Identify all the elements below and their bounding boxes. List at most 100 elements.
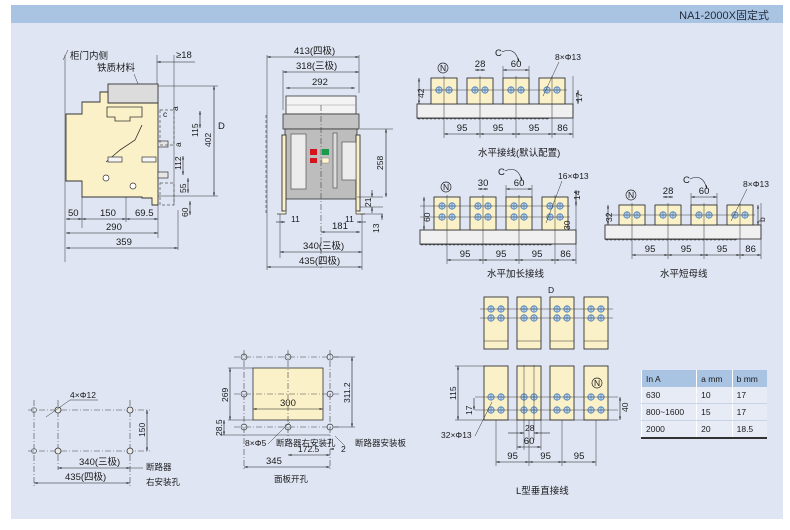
label-cabinet-door: 柜门内侧 (70, 50, 108, 62)
breaker-base (419, 229, 577, 245)
dim-2: 2 (341, 444, 346, 454)
dim-340-three-pole: 340(三极) (79, 456, 120, 468)
l-terminal-top (516, 296, 542, 350)
dim-95: 95 (507, 451, 518, 462)
dim-width: 60 (699, 186, 710, 197)
neutral-icon (625, 189, 637, 201)
dim-55: 55 (178, 183, 188, 193)
cutout-hole (326, 353, 334, 361)
callout-leader (545, 180, 563, 224)
cell-a: 20 (696, 420, 733, 439)
label-hole-count: 16×Φ13 (558, 171, 589, 181)
dim-40: 40 (620, 402, 630, 412)
cell-in: 630 (640, 387, 697, 404)
break-line (604, 238, 738, 241)
dim-95: 95 (540, 451, 551, 462)
breaker-base (604, 224, 762, 240)
spec-table: In A a mm b mm 630 10 17 800~1600 15 17 … (640, 370, 767, 439)
busbar-lower (157, 171, 169, 179)
mounting-holes-view: 4×Φ12 150 340(三极) 435(四极) 断路器 右安装孔 (28, 390, 181, 488)
dim-258: 258 (375, 156, 385, 170)
label-hole-count: 8×Φ13 (555, 52, 581, 62)
dim-345: 345 (266, 456, 282, 467)
cell-b: 18.5 (731, 420, 767, 439)
dim-435-four-pole: 435(四极) (299, 255, 340, 267)
dim-172-5: 172.5 (298, 444, 320, 454)
label-mounting-plate: 断路器安装板 (355, 438, 407, 448)
left-window (290, 133, 307, 190)
dim-width: 60 (511, 59, 522, 70)
dim-402: 402 (203, 133, 213, 147)
caption-panel-cutout: 面板开孔 (274, 474, 309, 484)
dim-32: 32 (604, 212, 614, 222)
breaker-body-side (65, 91, 159, 206)
dim-86: 86 (557, 123, 568, 134)
dim-340-three-pole: 340(三极) (303, 240, 344, 252)
letter-a-lower: a (173, 142, 183, 147)
dim-11-left: 11 (291, 214, 300, 224)
callout-leader (474, 401, 493, 437)
break-line (419, 243, 553, 246)
neutral-label: N (594, 378, 600, 388)
dim-95: 95 (460, 249, 471, 260)
break-line (416, 117, 550, 120)
l-terminal-top (549, 296, 575, 350)
label-breaker: 断路器 (146, 462, 172, 472)
caption-horizontal-short: 水平短母线 (660, 268, 708, 280)
caption-horizontal-default: 水平接线(默认配置) (478, 147, 560, 159)
dim-86: 86 (560, 249, 571, 260)
cell-in: 2000 (640, 420, 697, 439)
dim-292: 292 (312, 77, 328, 88)
dim-69-5: 69.5 (135, 208, 154, 219)
l-terminal-bottom (549, 365, 575, 421)
cutout-hole (240, 390, 248, 398)
l-terminal-bottom (483, 365, 509, 421)
sheet-title: NA1-2000X固定式 (679, 10, 769, 22)
dim-86: 86 (745, 244, 756, 255)
dim-95: 95 (681, 244, 692, 255)
dim-95: 95 (529, 123, 540, 134)
cell-a: 10 (696, 387, 733, 404)
dim-11-right: 11 (345, 214, 354, 224)
mount-hole (54, 447, 62, 455)
table-row: 800~1600 15 17 (640, 403, 767, 421)
dim-300: 300 (280, 398, 296, 409)
callout-leader (542, 61, 560, 97)
label-hole-count: 8×Φ13 (743, 179, 769, 189)
label-32-holes: 32×Φ13 (441, 430, 472, 440)
l-terminal-top (483, 296, 509, 350)
dim-181: 181 (332, 221, 348, 232)
rotate-label: C (495, 48, 502, 59)
cutout-hole (326, 423, 334, 431)
l-top-label: D (548, 285, 554, 295)
col-in: In A (640, 370, 697, 387)
dim-60: 60 (422, 212, 432, 222)
dim-115: 115 (448, 386, 458, 400)
dim-150: 150 (137, 423, 147, 437)
cell-b: 17 (731, 387, 767, 404)
dim-42: 42 (416, 88, 426, 98)
col-a: a mm (696, 370, 733, 387)
neutral-icon (440, 181, 452, 193)
indicator-red-upper (310, 149, 317, 155)
label-right-mount-hole: 右安装孔 (146, 477, 181, 487)
l-terminal-top (583, 296, 609, 350)
dim-269: 269 (220, 388, 230, 402)
label-breaker-right-hole: 断路器右安装孔 (276, 438, 336, 448)
neutral-label: N (628, 190, 634, 200)
breaker-base (416, 103, 574, 119)
dim-60: 60 (180, 207, 190, 217)
dim-spacing: 28 (475, 59, 486, 70)
dim-spacing: 30 (478, 178, 489, 189)
dim-17: 17 (464, 405, 474, 415)
neutral-label: N (443, 182, 449, 192)
cell-b: 17 (731, 403, 767, 421)
dim-95: 95 (717, 244, 728, 255)
indicator-cream (321, 157, 330, 164)
rotate-label: C (498, 167, 505, 178)
dim-50: 50 (68, 208, 79, 219)
l-terminal-bottom (583, 365, 609, 421)
mount-hole (126, 447, 134, 455)
header-bar: NA1-2000X固定式 (11, 5, 783, 23)
